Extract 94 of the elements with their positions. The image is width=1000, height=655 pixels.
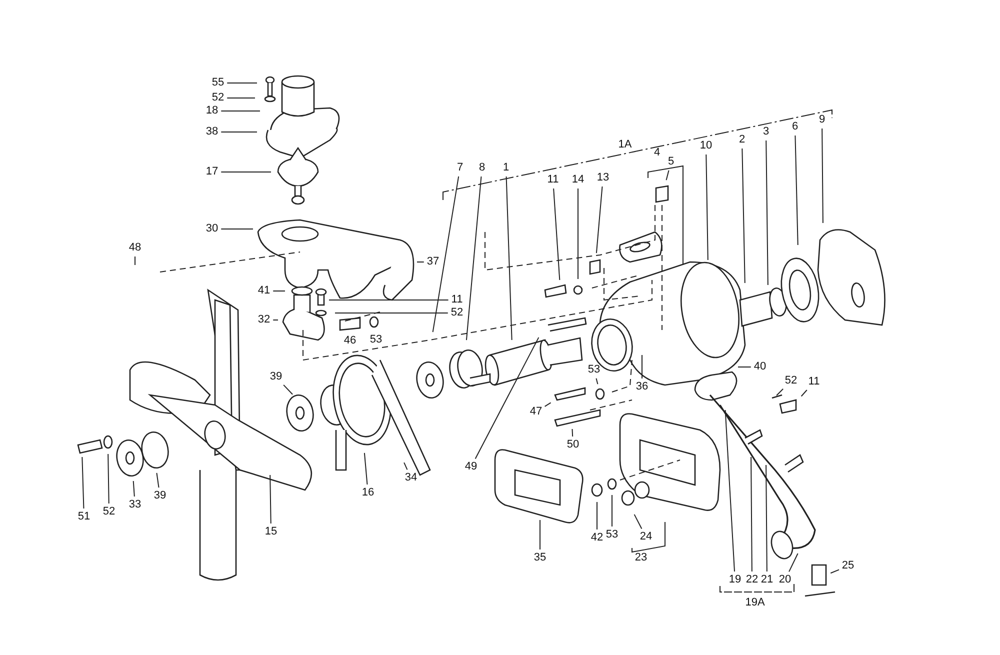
callout-number: 52	[450, 306, 464, 320]
callout-number: 8	[478, 162, 486, 174]
callout-number: 11	[450, 294, 464, 306]
leader-line	[553, 188, 560, 280]
leader-line	[220, 110, 260, 112]
callout-number: 49	[464, 460, 478, 474]
leader-line	[776, 388, 784, 396]
leader-line	[82, 456, 84, 509]
callout-number: 16	[360, 486, 376, 500]
callout-number: 53	[368, 334, 384, 346]
leader-line	[334, 312, 448, 314]
callout-number: 1A	[617, 138, 633, 152]
callout-number: 46	[342, 334, 358, 348]
leader-line	[283, 384, 294, 395]
callout-number: 11	[546, 174, 560, 186]
leader-line	[788, 553, 798, 572]
callout-number: 41	[256, 284, 272, 298]
callout-number: 36	[634, 380, 650, 394]
leader-line	[750, 456, 752, 572]
callout-number: 53	[586, 364, 602, 376]
callout-number: 38	[204, 126, 220, 138]
leader-line	[596, 186, 603, 254]
callout-number: 18	[204, 104, 220, 118]
callout-number: 19A	[744, 596, 766, 610]
leader-line	[132, 480, 135, 497]
callout-number: 52	[210, 92, 226, 104]
leader-line	[822, 128, 824, 224]
callout-number: 24	[638, 530, 654, 544]
callout-number: 9	[818, 114, 826, 126]
callout-number: 23	[634, 552, 648, 564]
leader-line	[572, 428, 574, 437]
leader-line	[830, 569, 840, 574]
callout-number: 52	[102, 506, 116, 518]
callout-number: 20	[778, 574, 792, 586]
leader-line	[506, 176, 512, 340]
leader-line	[634, 514, 642, 530]
callout-number: 10	[698, 140, 714, 152]
callout-number: 37	[426, 256, 440, 268]
callout-number: 17	[204, 166, 220, 178]
callout-number: 19	[728, 574, 742, 586]
leader-line	[220, 228, 254, 230]
leader-line	[134, 256, 136, 266]
callout-number: 2	[738, 134, 746, 146]
leader-line	[432, 176, 460, 333]
leader-line	[766, 140, 768, 286]
callout-number: 4	[652, 146, 662, 160]
leader-line	[108, 454, 110, 504]
callout-number: 14	[570, 174, 586, 186]
leader-line	[706, 154, 708, 260]
leader-line	[794, 135, 798, 246]
callout-number: 30	[204, 222, 220, 236]
leader-line	[466, 176, 482, 341]
callout-number: 34	[404, 472, 418, 484]
leader-line	[226, 82, 258, 84]
callout-number: 21	[760, 574, 774, 586]
callout-number: 15	[264, 526, 278, 538]
callout-number: 39	[268, 370, 284, 384]
callout-number: 40	[752, 360, 768, 374]
callout-number: 55	[210, 76, 226, 90]
callout-number: 50	[566, 438, 580, 452]
callout-number: 53	[604, 528, 620, 542]
callout-number: 5	[666, 156, 676, 168]
leader-line	[364, 452, 368, 485]
leader-line	[666, 170, 670, 181]
callout-number: 51	[76, 510, 92, 524]
callout-number: 42	[590, 532, 604, 544]
leader-line	[596, 502, 598, 530]
callout-number: 25	[840, 560, 856, 572]
callout-number: 48	[128, 242, 142, 254]
callout-number: 52	[784, 374, 798, 388]
callout-number: 7	[456, 162, 464, 174]
leader-line	[270, 474, 272, 524]
leader-line	[404, 462, 408, 470]
callout-number: 47	[528, 406, 544, 418]
leader-line	[544, 402, 552, 407]
callout-number: 11	[807, 376, 821, 388]
leader-line	[156, 472, 160, 488]
leader-line	[474, 336, 540, 460]
callout-number: 33	[128, 498, 142, 512]
leader-line	[596, 378, 598, 385]
callout-number: 3	[762, 126, 770, 138]
callout-number: 1	[502, 162, 510, 174]
leader-line	[738, 366, 752, 368]
callout-number: 13	[596, 172, 610, 184]
callout-number: 35	[532, 552, 548, 564]
leader-line	[800, 390, 808, 397]
leader-line	[724, 410, 736, 572]
callout-number: 32	[256, 314, 272, 326]
callout-number: 6	[790, 120, 800, 134]
leader-line	[742, 148, 746, 284]
leader-line	[766, 464, 768, 572]
callout-number: 39	[152, 490, 168, 502]
leader-line	[272, 290, 286, 292]
callout-number: 22	[744, 574, 760, 586]
